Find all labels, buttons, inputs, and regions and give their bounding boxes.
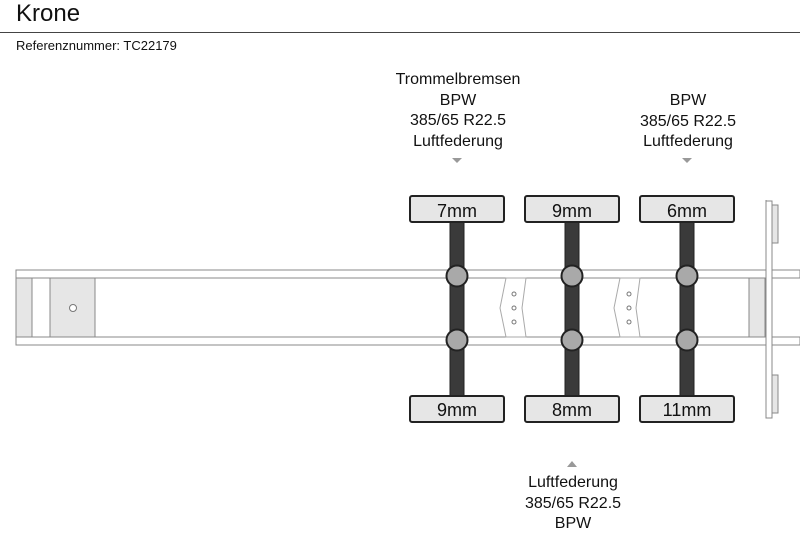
axle-1-spec-line: 385/65 R22.5 [409, 112, 507, 129]
axle-1-spec-line: Luftfederung [413, 132, 503, 150]
reference-number: Referenznummer: TC22179 [16, 38, 177, 53]
axle-3-spec-marker [682, 158, 692, 163]
axle-3-spec-line: 385/65 R22.5 [639, 112, 737, 130]
axle-2-spec-line: BPW [554, 515, 592, 532]
axle-3-top-tread: 6mm [667, 201, 707, 221]
frame-rail-bottom [15, 336, 800, 346]
axle-1-bottom-tyre [409, 395, 505, 423]
axle-2-spec-line: 385/65 R22.5 [524, 494, 622, 512]
axle-3-top-tyre [639, 195, 735, 223]
axle-3-top-hub [675, 264, 699, 288]
axle-3-spec-line: Luftfederung [643, 133, 733, 150]
bolt [511, 291, 517, 297]
axle-1-spec-line: Trommelbremsen [395, 71, 521, 88]
header-divider [0, 32, 800, 33]
axle-1-spec-line: BPW [439, 91, 477, 109]
rear-light-frame [765, 200, 773, 419]
bolt [626, 291, 632, 297]
rear-light-left [771, 204, 779, 244]
axle-1-beam [449, 209, 465, 411]
axle-2-spec-bottom: Luftfederung 385/65 R22.5 BPW [473, 473, 673, 535]
bolt [626, 319, 632, 325]
bolt [511, 305, 517, 311]
trailer-title: Krone [16, 0, 81, 27]
axle-1-bottom-hub [445, 328, 469, 352]
axle-1-spec-top: Trommelbremsen BPW 385/65 R22.5 Luftfede… [358, 70, 558, 152]
axle-2-spec-line: Luftfederung [528, 474, 618, 491]
axle-2-top-tyre [524, 195, 620, 223]
axle-3-beam [679, 209, 695, 411]
axle-2-bottom-tyre [524, 395, 620, 423]
axle-1-top-tread: 7mm [437, 201, 477, 221]
axle-3-bottom-hub [675, 328, 699, 352]
axle-3-bottom-tyre [639, 395, 735, 423]
rear-bumper [748, 277, 766, 338]
axle-1-bottom-tread: 9mm [437, 400, 477, 420]
front-end-panel [15, 277, 33, 338]
axle-3-spec-line: BPW [669, 92, 707, 109]
axle-2-top-hub [560, 264, 584, 288]
axle-3-bottom-tread: 11mm [663, 400, 712, 420]
frame-rail-top [15, 269, 800, 279]
axle-1-spec-marker [452, 158, 462, 163]
axle-2-bottom-hub [560, 328, 584, 352]
axle-1-top-hub [445, 264, 469, 288]
axle-2-bottom-tread: 8mm [552, 400, 592, 420]
bolt [626, 305, 632, 311]
axle-2-spec-marker [567, 461, 577, 467]
axle-2-beam [564, 209, 580, 411]
axle-3-spec-top: BPW 385/65 R22.5 Luftfederung [588, 91, 788, 153]
bolt [511, 319, 517, 325]
kingpin [69, 304, 77, 312]
axle-2-top-tread: 9mm [552, 201, 592, 221]
axle-1-top-tyre [409, 195, 505, 223]
rear-light-right [771, 374, 779, 414]
